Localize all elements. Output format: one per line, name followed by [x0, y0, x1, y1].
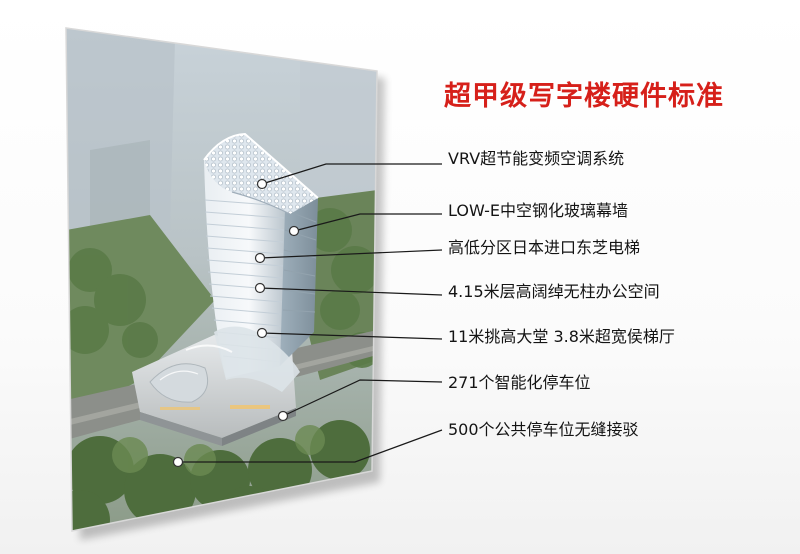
feature-label-toshiba-elevator: 高低分区日本进口东芝电梯 — [448, 238, 641, 257]
feature-label-smart-parking: 271个智能化停车位 — [448, 373, 591, 392]
callout-line-3 — [259, 287, 443, 296]
feature-label-public-parking: 500个公共停车位无缝接驳 — [448, 420, 639, 439]
callout-line-5 — [282, 379, 443, 417]
callout-lines — [178, 163, 443, 463]
feature-label-lobby: 11米挑高大堂 3.8米超宽侯梯厅 — [448, 327, 675, 346]
callout-line-2 — [259, 249, 443, 259]
callout-dot-2 — [254, 252, 266, 264]
callout-dots — [172, 178, 300, 468]
poster-title: 超甲级写字楼硬件标准 — [444, 81, 724, 112]
callout-dot-4 — [256, 327, 268, 339]
callout-dot-1 — [288, 225, 300, 237]
feature-label-floor-height: 4.15米层高阔绰无柱办公空间 — [448, 282, 660, 301]
feature-label-vrv-ac: VRV超节能变频空调系统 — [448, 149, 625, 168]
callout-line-1 — [293, 213, 442, 232]
callout-dot-3 — [254, 282, 266, 294]
callout-line-6 — [178, 429, 443, 463]
callout-line-0 — [261, 163, 442, 185]
callout-dot-0 — [256, 178, 268, 190]
callout-dot-5 — [277, 410, 289, 422]
feature-label-lowe-glass: LOW-E中空钢化玻璃幕墙 — [448, 201, 628, 220]
callout-line-4 — [261, 332, 443, 340]
callout-dot-6 — [172, 456, 184, 468]
